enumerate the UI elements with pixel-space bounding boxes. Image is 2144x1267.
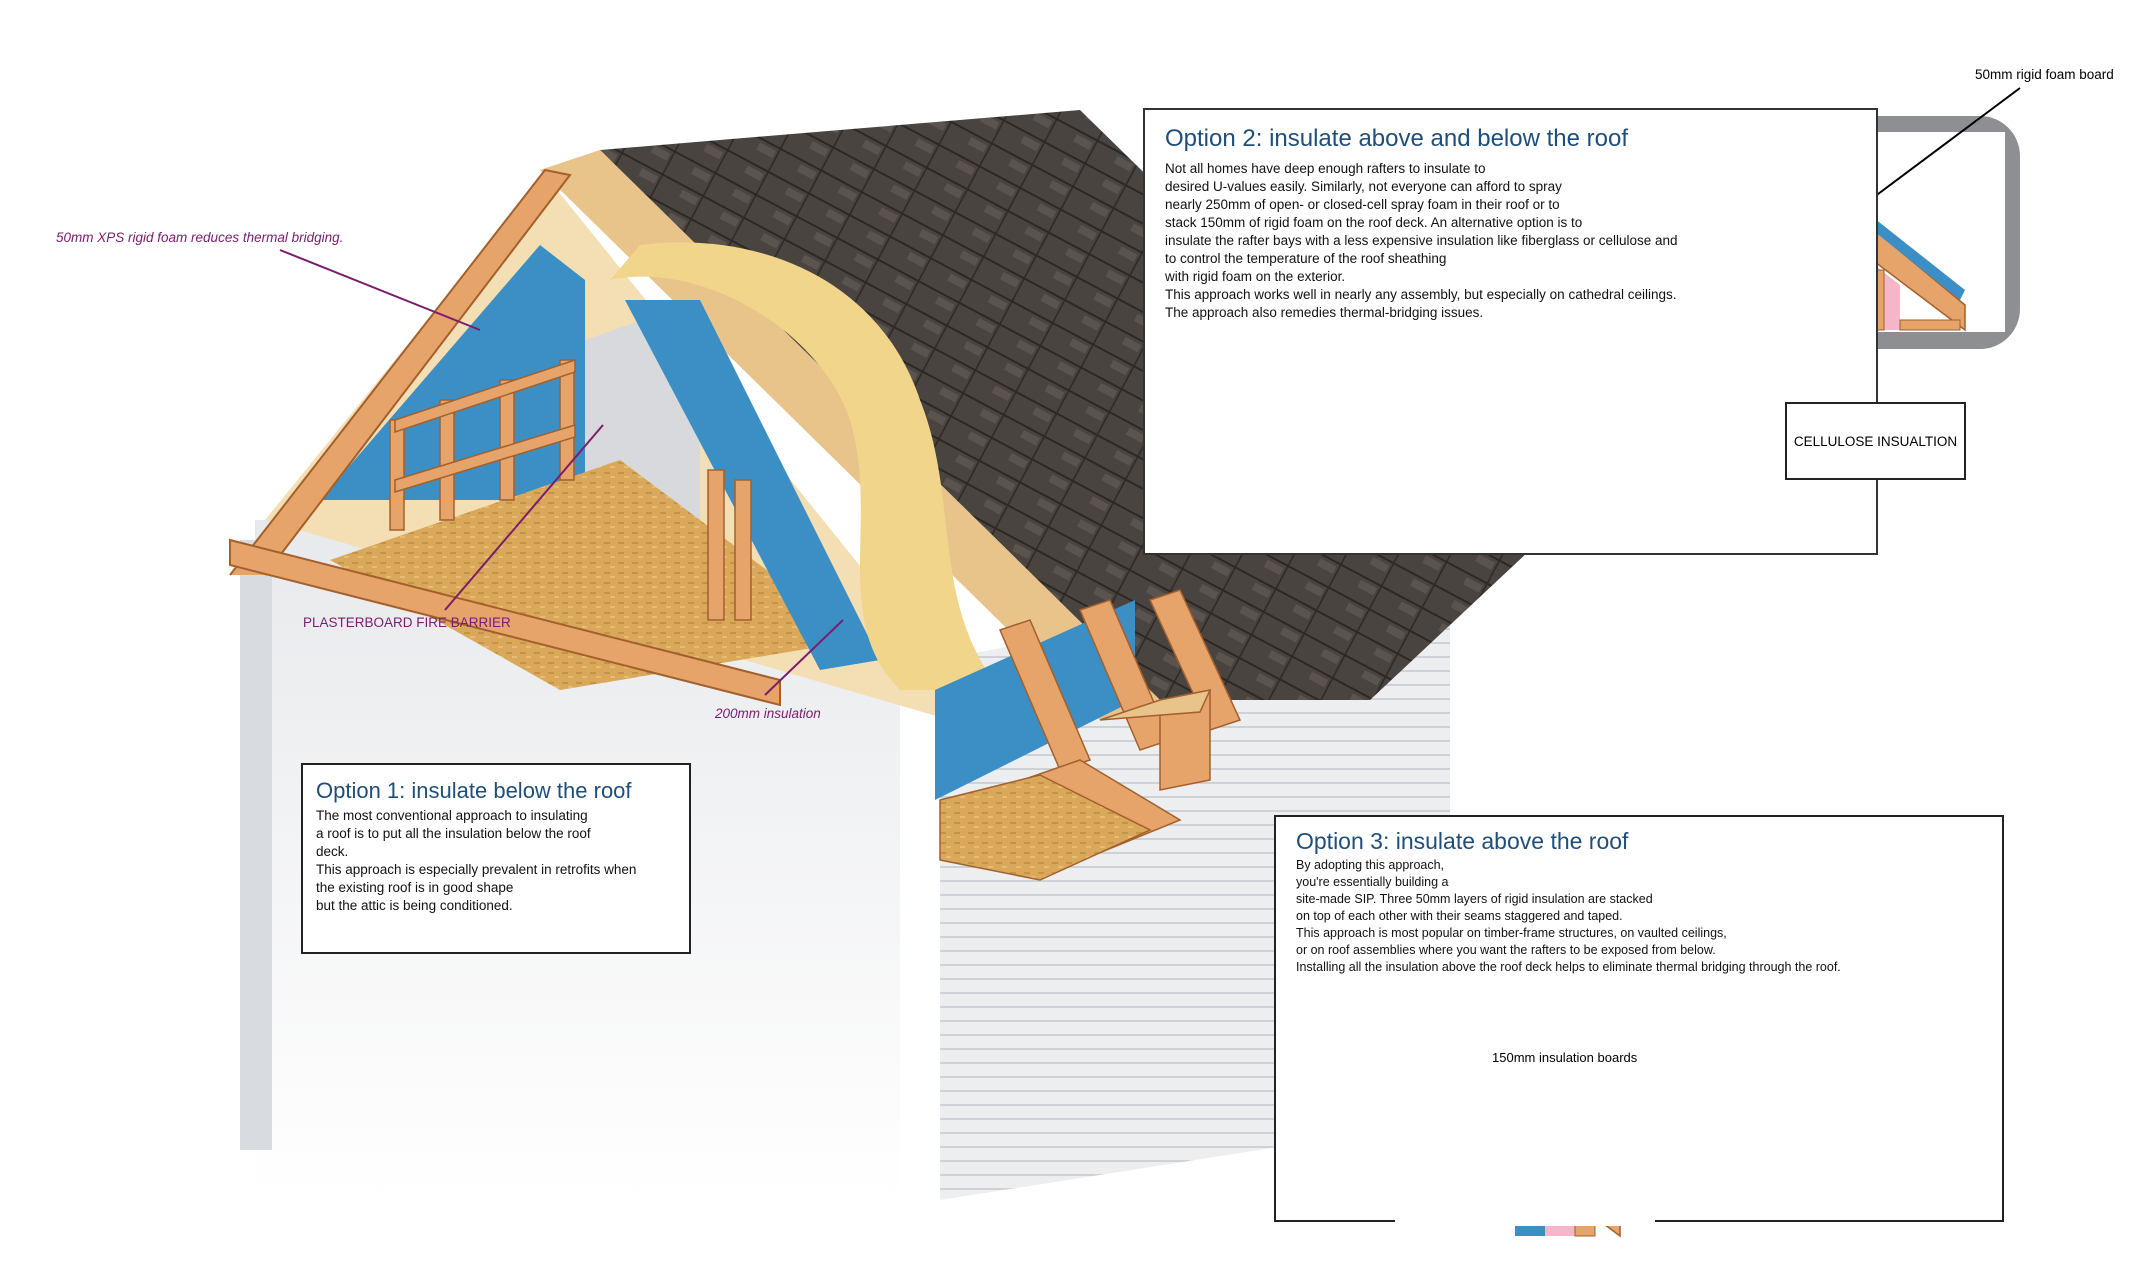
insulation-leader-line [764, 619, 844, 696]
option2-line: insulate the rafter bays with a less exp… [1165, 233, 1678, 248]
option1-line: a roof is to put all the insulation belo… [316, 826, 591, 841]
xps-foam-callout: 50mm XPS rigid foam reduces thermal brid… [56, 230, 344, 245]
rigid-foam-board-callout: 50mm rigid foam board [1975, 67, 2114, 82]
plasterboard-leader-line [444, 424, 604, 611]
option2-box: Option 2: insulate above and below the r… [1143, 108, 1878, 555]
option3-line: By adopting this approach, [1296, 858, 1445, 872]
option1-line: This approach is especially prevalent in… [316, 862, 637, 877]
option3-line: or on roof assemblies where you want the… [1296, 943, 1716, 957]
option2-line: This approach works well in nearly any a… [1165, 287, 1677, 302]
roof-plywood-edge [540, 150, 1160, 720]
cellulose-label: CELLULOSE INSUALTION [1793, 433, 1958, 449]
cellulose-label-box: CELLULOSE INSUALTION [1785, 402, 1966, 480]
plasterboard-callout: PLASTERBOARD FIRE BARRIER [303, 615, 511, 630]
option1-box: Option 1: insulate below the roof The mo… [301, 763, 691, 954]
insulation-boards-callout: 150mm insulation boards [1492, 1050, 1638, 1065]
attic-truss [389, 358, 752, 621]
roof-blue-foam [625, 300, 880, 670]
insulation-200-callout: 200mm insulation [715, 706, 821, 721]
eave-board [229, 538, 781, 707]
option1-line: The most conventional approach to insula… [316, 808, 588, 823]
option2-line: The approach also remedies thermal-bridg… [1165, 305, 1484, 320]
option1-title: Option 1: insulate below the roof [316, 778, 632, 803]
roof-edge-strip [1099, 688, 1212, 721]
option2-line: Not all homes have deep enough rafters t… [1165, 161, 1486, 176]
option2-line: stack 150mm of rigid foam on the roof de… [1165, 215, 1583, 230]
gable-rafter-left [229, 168, 572, 576]
option2-title: Option 2: insulate above and below the r… [1165, 125, 1628, 152]
option2-line: nearly 250mm of open- or closed-cell spr… [1165, 197, 1560, 212]
option3-box: Option 3: insulate above the roof By ado… [1274, 815, 2004, 1222]
option3-body: By adopting this approach, you're essent… [1296, 857, 1990, 976]
left-wall-edge [240, 540, 272, 1150]
option1-body: The most conventional approach to insula… [316, 807, 677, 915]
option3-line: you're essentially building a [1296, 875, 1449, 889]
option2-body: Not all homes have deep enough rafters t… [1165, 160, 1862, 322]
option1-line: but the attic is being conditioned. [316, 898, 513, 913]
option1-line: the existing roof is in good shape [316, 880, 514, 895]
xps-leader-line [279, 249, 481, 331]
option3-line: This approach is most popular on timber-… [1296, 926, 1727, 940]
attic-floor [330, 460, 860, 690]
option3-line: site-made SIP. Three 50mm layers of rigi… [1296, 892, 1653, 906]
option1-line: deck. [316, 844, 349, 859]
option2-line: desired U-values easily. Similarly, not … [1165, 179, 1562, 194]
fiberglass-batts [610, 242, 1000, 690]
option2-line: with rigid foam on the exterior. [1165, 269, 1346, 284]
option3-line: on top of each other with their seams st… [1296, 909, 1623, 923]
option3-line: Installing all the insulation above the … [1296, 960, 1841, 974]
option3-inset-cover [1395, 1212, 1655, 1226]
option3-title: Option 3: insulate above the roof [1296, 828, 1629, 854]
soffit-box [939, 774, 1152, 881]
gable-xps-foam [320, 245, 585, 500]
option2-line: to control the temperature of the roof s… [1165, 251, 1447, 266]
